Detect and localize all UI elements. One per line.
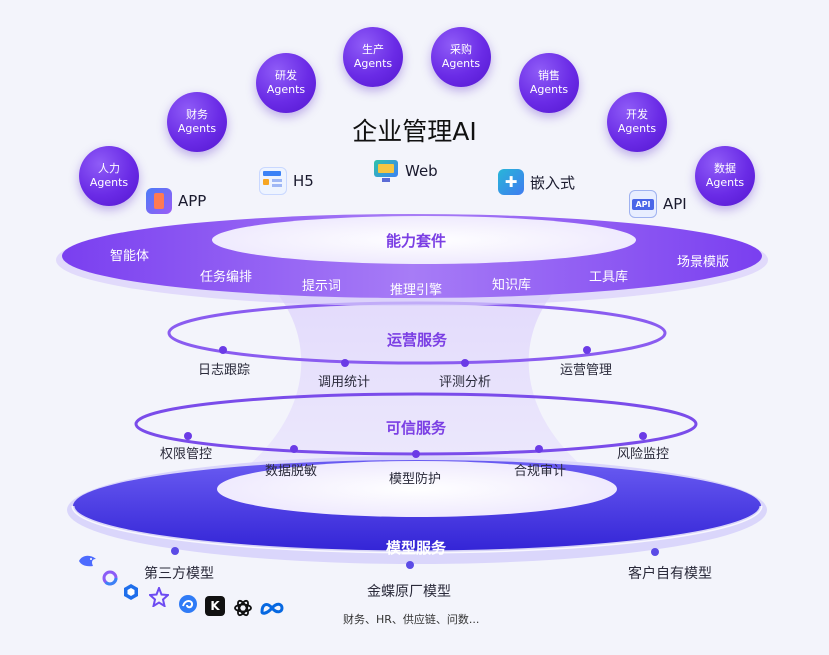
model-dot (406, 561, 414, 569)
agent-suffix: Agents (441, 57, 481, 70)
h5-icon (259, 167, 287, 195)
trust-item[interactable]: 数据脱敏 (265, 464, 318, 479)
agent-suffix: Agents (177, 122, 217, 135)
trust-item[interactable]: 模型防护 (389, 472, 442, 487)
agent-rd-bubble[interactable]: 研发 Agents (256, 53, 316, 113)
agent-hr-bubble[interactable]: 人力 Agents (79, 146, 139, 206)
agent-name: 数据 (714, 162, 736, 175)
agent-suffix: Agents (266, 83, 306, 96)
agent-suffix: Agents (89, 176, 129, 189)
channel-app[interactable]: APP (146, 188, 206, 214)
capability-item[interactable]: 知识库 (492, 278, 532, 293)
trust-dot (639, 432, 647, 440)
operations-item[interactable]: 评测分析 (439, 375, 492, 390)
capability-item[interactable]: 场景模版 (677, 255, 730, 270)
agent-name: 生产 (362, 43, 384, 56)
channel-api[interactable]: API API (629, 190, 687, 218)
model-title: 模型服务 (386, 539, 447, 557)
operations-dot (341, 359, 349, 367)
page-title: 企业管理AI (352, 117, 477, 146)
agent-name: 财务 (186, 108, 208, 121)
ring-logo-icon (100, 568, 120, 588)
operations-item[interactable]: 调用统计 (318, 375, 371, 390)
k-logo-icon: K (205, 596, 225, 616)
capability-item[interactable]: 任务编排 (200, 270, 253, 285)
operations-dot (219, 346, 227, 354)
trust-item[interactable]: 合规审计 (514, 464, 567, 479)
agent-data-bubble[interactable]: 数据 Agents (695, 146, 755, 206)
model-item[interactable]: 客户自有模型 (628, 566, 712, 582)
trust-item[interactable]: 权限管控 (160, 447, 213, 462)
agent-name: 采购 (450, 43, 472, 56)
cube-logo-icon (121, 582, 141, 602)
model-note: 财务、HR、供应链、问数... (343, 613, 480, 626)
agent-name: 人力 (98, 162, 120, 175)
channel-embedded-label: 嵌入式 (530, 173, 576, 192)
api-badge: API (632, 198, 654, 210)
operations-dot (461, 359, 469, 367)
trust-dot (535, 445, 543, 453)
model-disk-inner (217, 461, 617, 517)
trust-dot (412, 450, 420, 458)
swirl-logo-icon (178, 594, 198, 614)
agent-production-bubble[interactable]: 生产 Agents (343, 27, 403, 87)
deepseek-logo-icon (78, 551, 98, 571)
agent-name: 销售 (538, 69, 560, 82)
channel-app-label: APP (178, 192, 207, 210)
agent-suffix: Agents (617, 122, 657, 135)
model-disk-rim (71, 505, 763, 554)
operations-item[interactable]: 日志跟踪 (198, 363, 251, 378)
agent-name: 研发 (275, 69, 297, 82)
channel-web-label: Web (405, 162, 438, 180)
capability-item[interactable]: 提示词 (302, 279, 342, 294)
capability-title: 能力套件 (386, 232, 447, 250)
agent-dev-bubble[interactable]: 开发 Agents (607, 92, 667, 152)
trust-item[interactable]: 风险监控 (617, 447, 670, 462)
star-logo-icon (149, 587, 169, 607)
trust-dot (290, 445, 298, 453)
channel-api-label: API (663, 195, 687, 213)
operations-title: 运营服务 (387, 331, 448, 349)
agent-suffix: Agents (705, 176, 745, 189)
agent-finance-bubble[interactable]: 财务 Agents (167, 92, 227, 152)
puzzle-icon: ✚ (498, 169, 524, 195)
model-dot (651, 548, 659, 556)
agent-procurement-bubble[interactable]: 采购 Agents (431, 27, 491, 87)
agent-sales-bubble[interactable]: 销售 Agents (519, 53, 579, 113)
openai-logo-icon (233, 598, 253, 618)
trust-title: 可信服务 (386, 419, 447, 437)
model-item[interactable]: 金蝶原厂模型 (367, 584, 451, 600)
operations-item[interactable]: 运营管理 (560, 363, 613, 378)
trust-dot (184, 432, 192, 440)
monitor-icon (373, 158, 399, 184)
app-icon (146, 188, 172, 214)
model-item[interactable]: 第三方模型 (144, 566, 214, 582)
channel-web[interactable]: Web (373, 158, 438, 184)
channel-h5[interactable]: H5 (259, 167, 314, 195)
channel-h5-label: H5 (293, 172, 314, 190)
capability-ring-hole (212, 216, 636, 264)
model-dot (171, 547, 179, 555)
agent-suffix: Agents (529, 83, 569, 96)
agent-name: 开发 (626, 108, 648, 121)
agent-suffix: Agents (353, 57, 393, 70)
operations-dot (583, 346, 591, 354)
api-icon: API (629, 190, 657, 218)
capability-item[interactable]: 工具库 (589, 270, 629, 285)
capability-item[interactable]: 智能体 (110, 249, 150, 264)
capability-item[interactable]: 推理引擎 (390, 283, 443, 298)
channel-embedded[interactable]: ✚ 嵌入式 (498, 169, 575, 195)
meta-logo-icon (259, 598, 285, 618)
